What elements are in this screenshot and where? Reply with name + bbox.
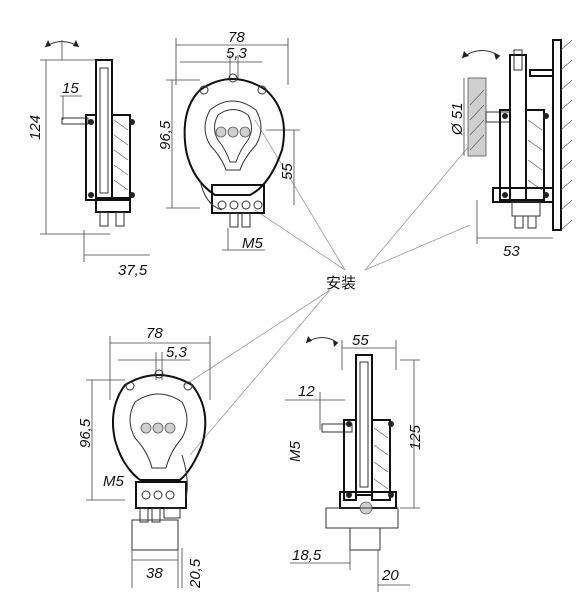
dim-offset: 5,3 [226,45,248,62]
dim-base-height: 20,5 [187,558,204,589]
dim-height: 125 [407,424,424,450]
dim-center: 55 [279,163,296,180]
dim-right: 20 [381,567,399,584]
dim-shaft: 15 [62,80,79,97]
dim-height: 96,5 [157,120,174,150]
view-bottom-right-side: 55 12 M5 125 18,5 [285,332,424,592]
dim-thread: M5 [103,473,124,490]
dim-width: 55 [352,332,369,349]
dim-height: 124 [27,115,44,140]
dim-shaft: 12 [298,383,315,400]
view-top-right-side: Ø 51 53 [449,39,573,260]
dim-bottom: 37,5 [118,262,148,279]
dim-offset: 5,3 [166,344,188,361]
rotation-arrow-icon [461,50,501,59]
center-label: 安装 [326,274,356,292]
dim-left: 18,5 [292,547,322,564]
dim-base: 38 [146,565,163,582]
view-top-left-side: 124 15 37,5 [27,40,150,279]
view-bottom-left-front: 78 5,3 96,5 M5 38 [77,325,211,589]
dim-height: 96,5 [77,418,94,448]
dim-width: 78 [228,29,245,46]
dim-thread: M5 [287,441,304,462]
view-top-center-front: 78 5,3 96,5 55 [157,29,300,252]
dim-thread: M5 [242,235,263,252]
leader-lines [184,119,471,456]
dim-width: 78 [146,325,163,342]
dim-diameter: Ø 51 [449,102,466,136]
dim-width: 53 [503,243,520,260]
